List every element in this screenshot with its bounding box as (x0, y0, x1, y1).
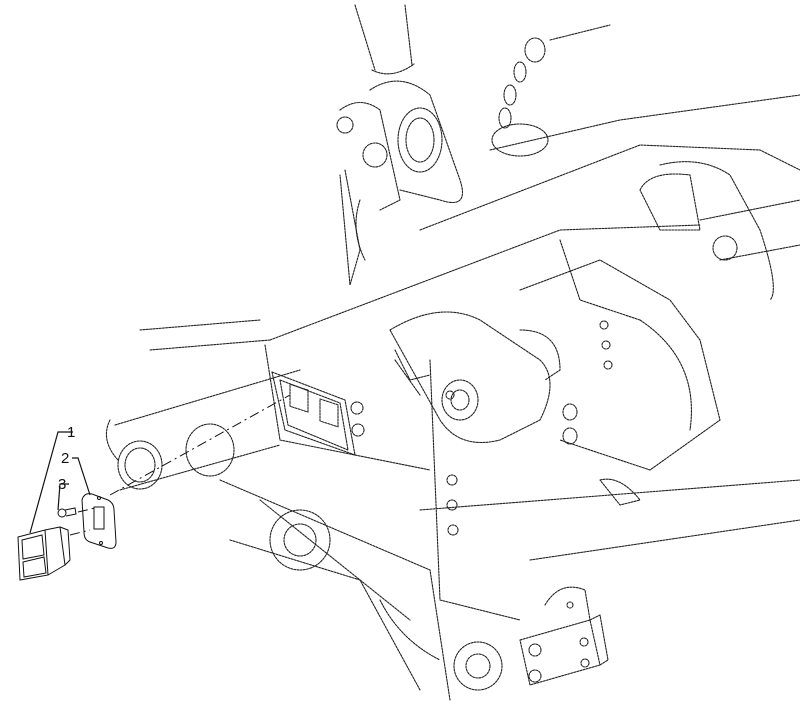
part-3-screw (57, 507, 77, 518)
part-2-plate (81, 493, 117, 549)
main-frame (264, 94, 800, 621)
callout-1: 1 (67, 424, 75, 441)
part-1-connector (17, 526, 71, 581)
assembly-lines (69, 394, 291, 536)
callout-2: 2 (61, 450, 69, 467)
mounting-bracket (271, 371, 365, 456)
lower-bracket (519, 586, 609, 686)
pivot-bracket (389, 311, 578, 445)
lift-arm (336, 4, 464, 286)
chain (355, 24, 611, 261)
axle-housing (105, 319, 503, 701)
callout-3: 3 (58, 476, 66, 493)
leader-lines (29, 431, 91, 534)
